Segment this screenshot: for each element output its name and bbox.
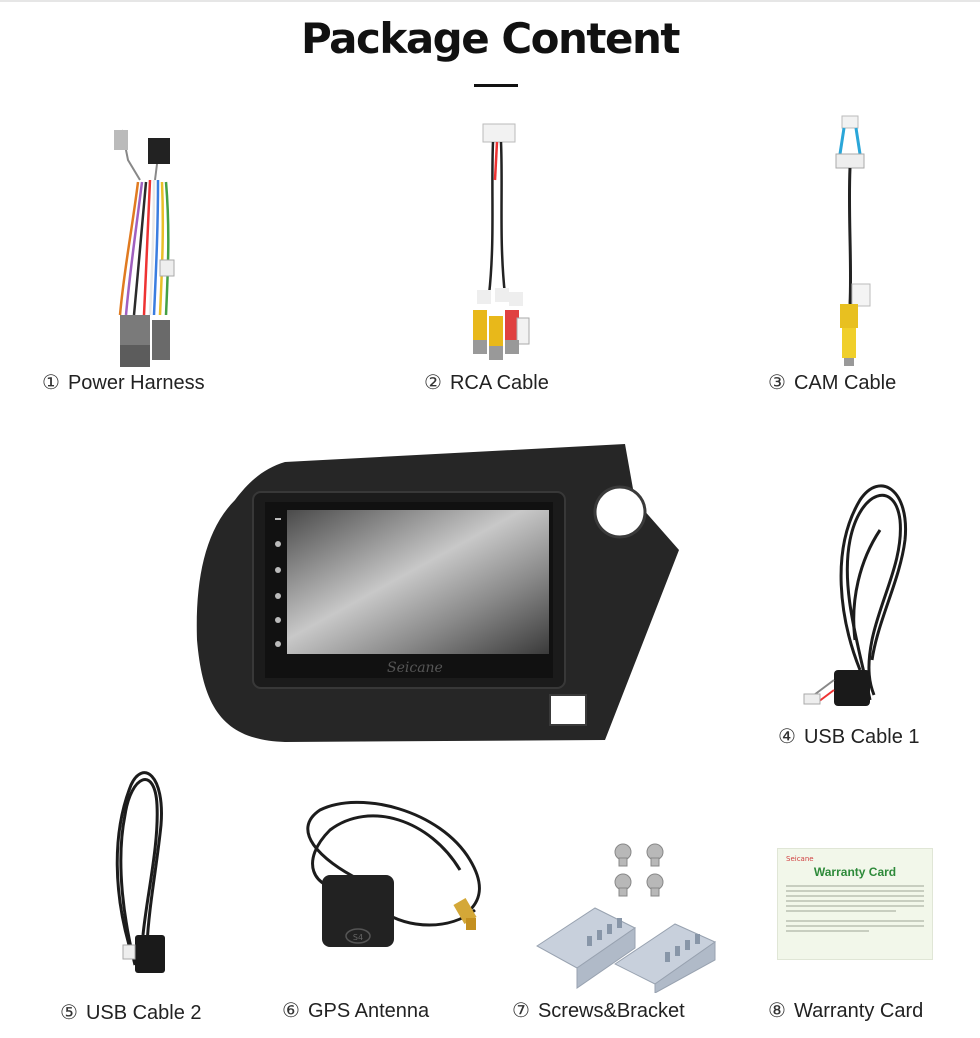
usb-cable-1-image <box>800 470 920 715</box>
page-title: Package Content <box>301 14 680 63</box>
warranty-card-fine-print <box>786 885 924 932</box>
rca-cable-image <box>465 120 535 365</box>
usb-cable-2-image <box>95 765 185 980</box>
head-unit-brand: Seicane <box>387 660 443 676</box>
cam-cable-image <box>822 114 882 369</box>
top-divider <box>0 0 980 2</box>
title-underline <box>474 84 518 87</box>
warranty-card-brand: Seicane <box>786 855 814 863</box>
head-unit-image: Seicane <box>195 440 685 750</box>
power-harness-image <box>100 120 190 370</box>
screws-bracket-image <box>535 838 730 993</box>
gps-badge: S4 <box>353 933 363 942</box>
warranty-card-title: Warranty Card <box>813 865 897 879</box>
warranty-card-image: Seicane Warranty Card <box>777 848 933 960</box>
gps-antenna-image: S4 <box>290 800 505 960</box>
